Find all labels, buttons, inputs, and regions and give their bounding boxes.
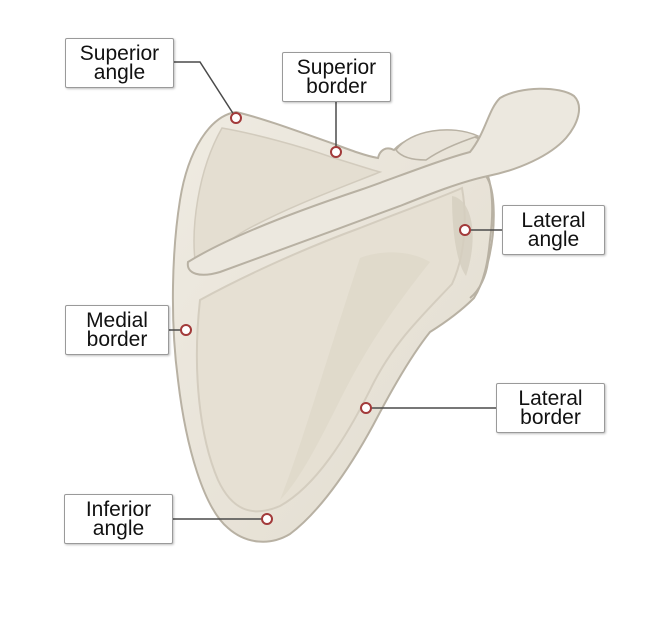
label-superior-border: Superior border <box>282 52 391 102</box>
lateral-border-shading <box>280 252 430 500</box>
scapular-spine <box>186 87 581 276</box>
marker-medial-border <box>180 324 192 336</box>
lateral-shading <box>452 196 473 276</box>
marker-superior-angle <box>230 112 242 124</box>
label-medial-border-line2: border <box>86 328 148 351</box>
label-lateral-border-line2: border <box>520 406 581 429</box>
label-inferior-angle-line2: angle <box>92 517 145 540</box>
leader-superior-angle <box>174 61 237 119</box>
marker-inferior-angle <box>261 513 273 525</box>
label-superior-border-line2: border <box>306 75 367 98</box>
label-medial-border: Medial border <box>65 305 169 355</box>
marker-lateral-border <box>360 402 372 414</box>
marker-lateral-angle <box>459 224 471 236</box>
label-superior-angle-line2: angle <box>93 61 146 84</box>
label-lateral-angle-line1: Lateral <box>521 209 586 232</box>
label-lateral-border-line1: Lateral <box>518 387 583 410</box>
label-inferior-angle: Inferior angle <box>64 494 173 544</box>
label-medial-border-line1: Medial <box>86 309 148 332</box>
label-inferior-angle-line1: Inferior <box>85 498 152 521</box>
label-lateral-angle: Lateral angle <box>502 205 605 255</box>
label-superior-angle-line1: Superior <box>79 42 160 65</box>
supraspinous-fossa <box>193 127 383 270</box>
label-lateral-angle-line2: angle <box>527 228 580 251</box>
label-superior-angle: Superior angle <box>65 38 174 88</box>
glenoid-edge <box>469 175 495 299</box>
marker-superior-border <box>330 146 342 158</box>
label-lateral-border: Lateral border <box>496 383 605 433</box>
coracoid-process <box>395 129 481 161</box>
label-superior-border-line1: Superior <box>296 56 377 79</box>
